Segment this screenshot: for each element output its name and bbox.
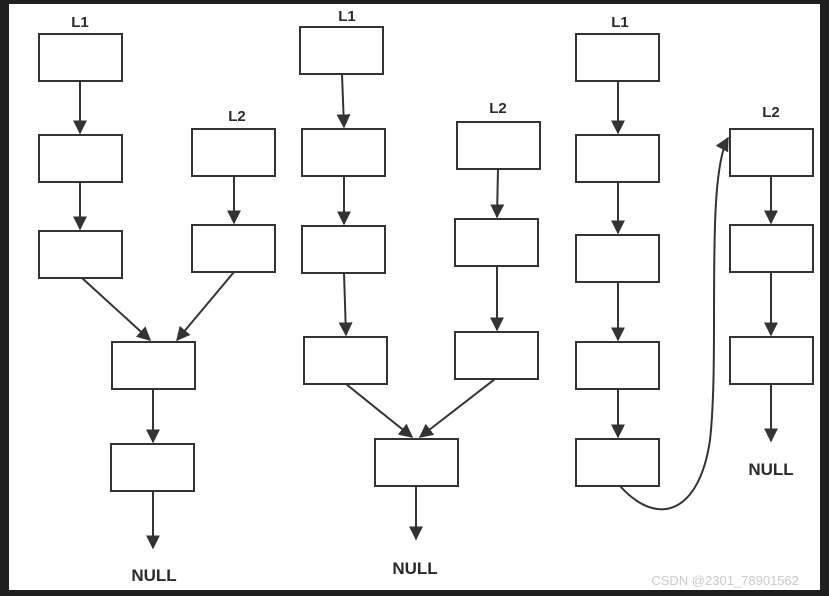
diagram-3-l1-node-5 xyxy=(575,438,660,487)
diagram-1-l1-node-2 xyxy=(38,134,123,183)
diagram-1-l2-node-1 xyxy=(191,128,276,177)
diagram-3-l2-label: L2 xyxy=(762,104,780,121)
diagram-2-l2-node-1 xyxy=(456,121,541,170)
diagram-1: L1 L2 NULL xyxy=(38,14,276,585)
diagram-2-edge-l2-merge xyxy=(418,378,496,438)
diagram-3-l1-label: L1 xyxy=(611,14,629,31)
diagram-2-l2-label: L2 xyxy=(489,100,507,117)
diagram-2-l1-node-4 xyxy=(303,336,388,385)
diagram-3-l2-node-1 xyxy=(729,128,814,177)
diagram-2-l1-node-2 xyxy=(301,128,386,177)
diagram-1-l1-node-1 xyxy=(38,33,123,82)
diagram-1-l1-label: L1 xyxy=(71,14,89,31)
diagram-3-edge-tail-to-l2-head xyxy=(619,136,729,511)
diagram-1-edge-l2-merge xyxy=(176,271,235,342)
diagram-1-edge-l1-merge xyxy=(81,277,152,341)
diagram-3-l1-node-2 xyxy=(575,134,660,183)
diagram-1-l2-node-2 xyxy=(191,224,276,273)
diagram-1-shared-node-1 xyxy=(111,341,196,390)
diagram-1-l2-label: L2 xyxy=(228,108,246,125)
diagram-3-null-label: NULL xyxy=(748,460,793,479)
diagram-3-l1-node-4 xyxy=(575,341,660,390)
diagram-2-null-label: NULL xyxy=(392,559,437,578)
diagram-2-l2-node-3 xyxy=(454,331,539,380)
diagram-3: L1 L2 NULL xyxy=(575,14,814,511)
diagram-2-l2-node-2 xyxy=(454,218,539,267)
watermark: CSDN @2301_78901562 xyxy=(651,573,799,588)
diagram-1-l1-node-3 xyxy=(38,230,123,279)
diagram-2-l1-node-1 xyxy=(299,26,384,75)
diagram-1-shared-node-2 xyxy=(110,443,195,492)
diagram-3-l1-node-3 xyxy=(575,234,660,283)
diagram-3-l2-node-2 xyxy=(729,224,814,273)
diagram-2-l1-node-3 xyxy=(301,225,386,274)
diagram-1-null-label: NULL xyxy=(131,566,176,585)
diagram-2-l1-label: L1 xyxy=(338,8,356,25)
diagram-3-l2-node-3 xyxy=(729,336,814,385)
diagram-2-edge-l1-1-2 xyxy=(336,73,351,129)
diagram-3-l1-node-1 xyxy=(575,33,660,82)
diagram-2-edge-l2-1-2 xyxy=(490,168,505,219)
diagram-2-shared-node-1 xyxy=(374,438,459,487)
diagram-2-edge-l1-3-4 xyxy=(338,272,353,337)
drawing-canvas xyxy=(9,4,820,590)
diagram-2: L1 L2 NULL xyxy=(299,8,541,578)
diagram-2-edge-l1-merge xyxy=(345,383,414,438)
